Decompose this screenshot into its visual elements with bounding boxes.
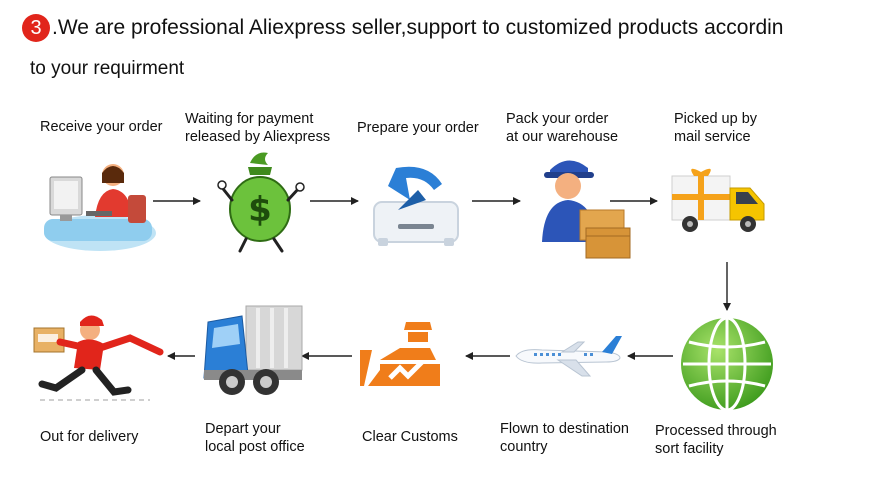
step-number-badge: 3 [22,14,50,42]
money-bag-icon: $ [217,152,305,253]
step-label-prepare-order: Prepare your order [357,120,479,136]
delivery-truck-gift-icon [671,168,765,232]
header-line-1: .We are professional Aliexpress seller,s… [52,16,784,39]
customs-officer-icon [360,322,440,386]
mail-truck-icon [203,305,303,395]
step-label-receive-order: Receive your order [40,119,163,135]
customer-at-computer-icon [44,164,156,251]
header-line-2: to your requirment [30,58,185,79]
running-courier-icon [33,315,164,401]
svg-text:$: $ [248,190,272,230]
globe-icon [681,316,773,412]
step-label-out-delivery: Out for delivery [40,429,139,445]
warehouse-worker-icon [542,160,631,259]
step-label-clear-customs: Clear Customs [362,429,458,445]
airplane-icon [515,336,622,377]
download-tray-icon [373,166,459,246]
